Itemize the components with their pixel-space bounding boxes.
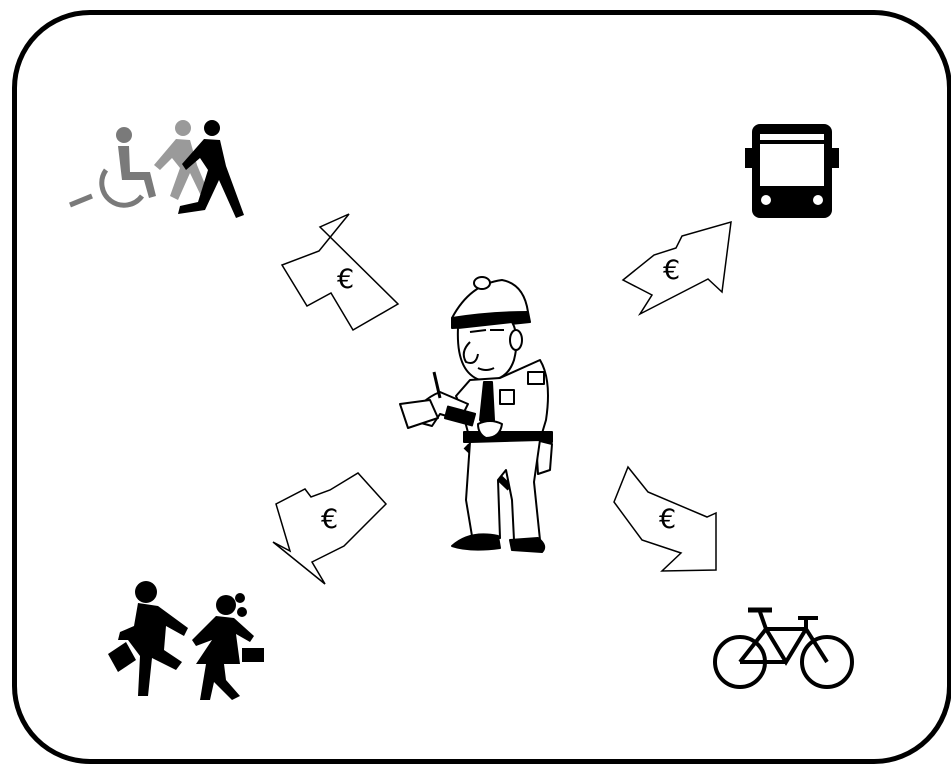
arrow-down-left: € bbox=[273, 473, 386, 584]
bicycle-icon bbox=[715, 610, 852, 687]
pedestrians-wheelchair-icon bbox=[70, 120, 244, 218]
euro-label: € bbox=[321, 504, 338, 535]
bus-icon bbox=[745, 124, 839, 218]
children-running-icon bbox=[108, 581, 264, 700]
euro-label: € bbox=[337, 264, 354, 295]
euro-label: € bbox=[659, 504, 676, 535]
police-officer-icon bbox=[400, 277, 552, 552]
euro-label: € bbox=[663, 255, 680, 286]
arrow-up-left: € bbox=[282, 213, 398, 330]
arrow-up-right: € bbox=[623, 222, 731, 314]
arrow-down-right: € bbox=[614, 467, 716, 571]
